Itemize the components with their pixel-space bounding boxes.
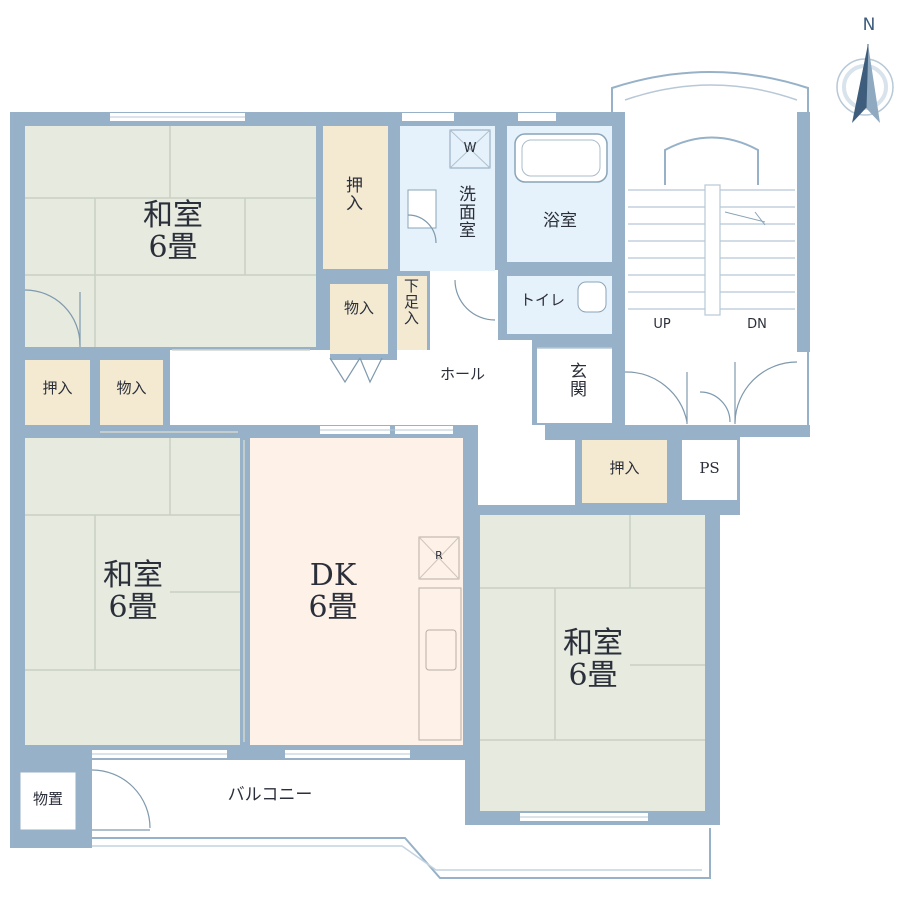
hall-corridor: [172, 352, 312, 424]
label-stair-dn: DN: [747, 317, 767, 332]
label-washer: W: [463, 141, 477, 156]
stair-treads: [628, 189, 795, 310]
label-oshiire-top: 押入: [342, 176, 362, 212]
stair-floor: [625, 100, 797, 425]
label-yokushitsu: 浴室: [543, 211, 577, 231]
toilet-bowl: [577, 281, 607, 313]
stair-divider: [704, 184, 721, 316]
washer-pan: [449, 129, 491, 169]
landing-door-left: [624, 371, 688, 423]
bathtub: [514, 133, 608, 183]
label-balcony: バルコニー: [227, 785, 313, 805]
sliding-doors: [100, 349, 310, 742]
north-compass: [836, 43, 894, 123]
closet-monoire-top: [330, 284, 388, 354]
closet-oshiire-top: [323, 126, 388, 269]
window-lines: [92, 116, 648, 818]
wash-basin: [407, 189, 437, 229]
tatami-lines-w: [25, 438, 240, 671]
room-label-washitsu-w: 和室 6畳: [103, 558, 163, 626]
room-label-dk: DK 6畳: [308, 558, 358, 626]
label-genkan: 玄関: [566, 362, 586, 398]
label-geta: 下足入: [402, 278, 420, 326]
room-genkan: [537, 348, 615, 423]
fridge-space: [418, 536, 460, 580]
label-north: N: [862, 15, 876, 35]
stair-wall-right: [797, 112, 810, 352]
room-ps: [682, 440, 737, 500]
label-stair-up: UP: [653, 317, 671, 332]
kitchen-sink: [425, 629, 457, 671]
monooki-box: [15, 767, 81, 835]
label-ps: PS: [699, 459, 720, 477]
label-monooki: 物置: [32, 790, 63, 808]
label-toilet: トイレ: [519, 291, 565, 309]
room-label-washitsu-se: 和室 6畳: [563, 626, 623, 694]
closet-geta: [397, 276, 427, 350]
balcony-rail-inner: [85, 845, 702, 871]
tatami-lines-se: [480, 515, 705, 741]
balcony-floor: [92, 762, 465, 834]
closet-monoire-left: [100, 360, 163, 425]
stair-arc-inner: [664, 136, 759, 185]
stair-wall-left: [612, 112, 625, 425]
label-monoire-left: 物入: [116, 379, 147, 397]
tatami-lines-nw: [25, 126, 316, 347]
door-swings: [24, 214, 731, 831]
stair-outer: [611, 71, 809, 425]
bathtub-inner: [521, 139, 601, 177]
label-monoire-top: 物入: [343, 299, 374, 317]
landing-door-right: [734, 361, 798, 423]
balcony-rail: [85, 828, 711, 879]
closet-oshiire-entry: [582, 440, 667, 503]
label-oshiire-entry: 押入: [609, 459, 640, 477]
label-senmen: 洗面室: [455, 185, 475, 239]
label-hall: ホール: [439, 365, 485, 383]
stair-arc-outer: [624, 84, 798, 101]
kitchen-counter: [418, 587, 462, 741]
closet-oshiire-left: [25, 360, 90, 425]
room-label-washitsu-nw: 和室 6畳: [143, 198, 203, 266]
label-oshiire-left: 押入: [42, 379, 73, 397]
room-washitsu-se: [480, 515, 705, 811]
room-dk: [250, 438, 463, 745]
hall-floor: [170, 270, 575, 505]
label-fridge: R: [435, 549, 443, 562]
